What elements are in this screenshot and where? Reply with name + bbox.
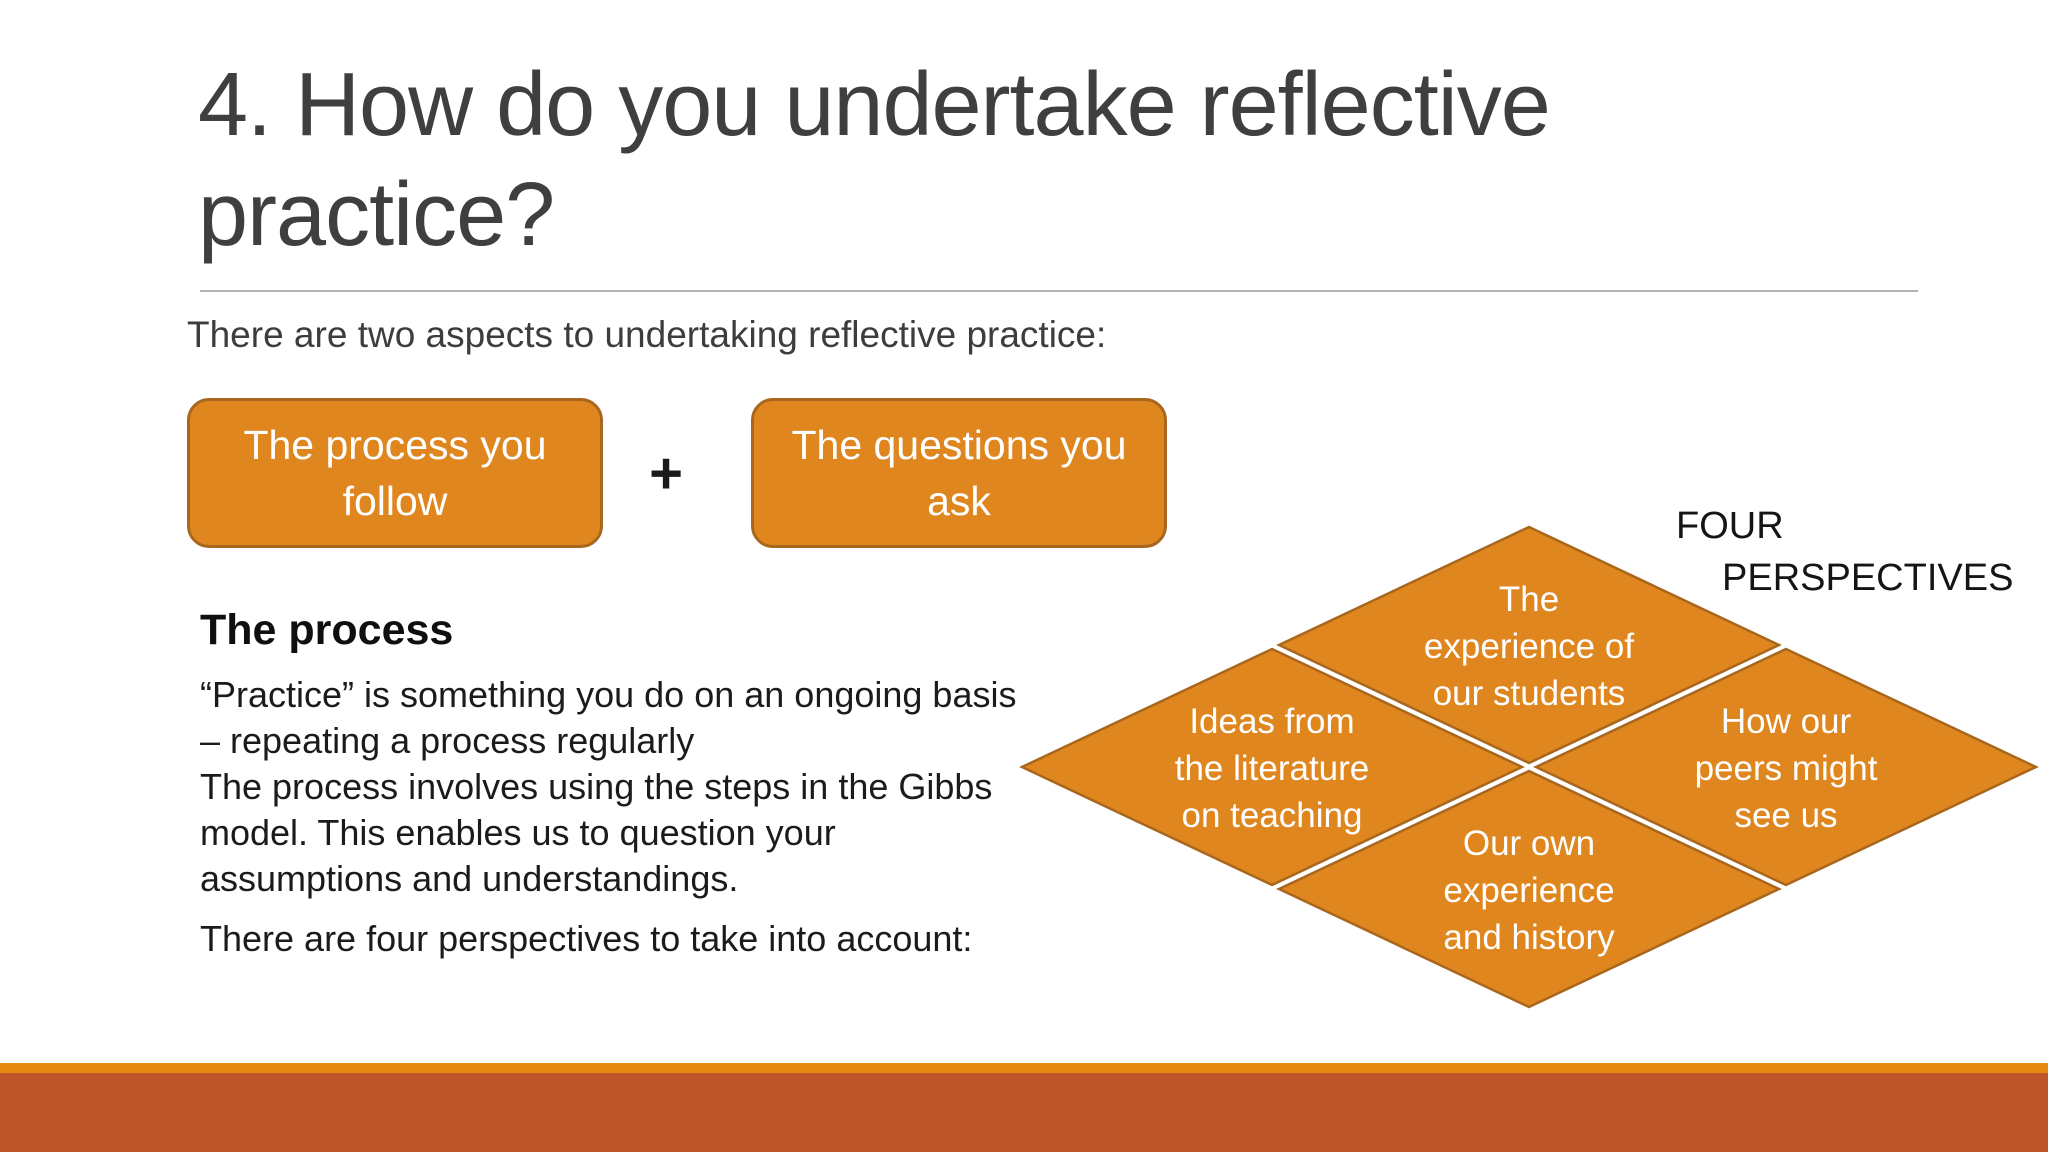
title-divider [200,290,1918,292]
process-you-follow-box: The process you follow [187,398,603,548]
intro-text: There are two aspects to undertaking ref… [187,314,1107,355]
process-body-line: assumptions and understandings. [200,858,739,899]
diamond-right-label-line: peers might [1694,749,1878,788]
diamond-right-shape [1533,647,2039,887]
diamond-bottom-label-line: and history [1443,918,1615,957]
diamond-left-shape [1019,647,1525,887]
process-body-line: “Practice” is something you do on an ong… [200,674,1017,715]
four-perspectives-line-1: FOUR [1676,505,1784,547]
process-body-line: – repeating a process regularly [200,720,695,761]
process-body: “Practice” is something you do on an ong… [200,672,1030,962]
questions-you-ask-label: The questions you ask [791,422,1127,524]
process-heading: The process [200,606,454,654]
process-body-line: model. This enables us to question your [200,812,836,853]
process-footer-text: There are four perspectives to take into… [200,918,973,959]
page-title: 4. How do you undertake reflective pract… [198,50,1838,270]
diamond-left-label-line: the literature [1174,749,1370,788]
diamond-left-label-line: on teaching [1181,796,1363,835]
diamond-top-shape [1276,525,1782,765]
diamond-right-label: How our peers might see us [1626,698,1946,839]
process-body-line: The process involves using the steps in … [200,766,993,807]
footer-bar [0,1073,2048,1152]
questions-you-ask-box: The questions you ask [751,398,1167,548]
diamond-bottom-shape [1276,769,1782,1009]
diamond-top-label-line: The [1498,580,1560,619]
diamond-right-label-line: see us [1734,796,1838,835]
page-title-line-1: 4. How do you undertake reflective [198,55,1551,155]
footer-accent-strip [0,1063,2048,1073]
diamond-left-label: Ideas from the literature on teaching [1112,698,1432,839]
plus-sign: + [649,440,683,506]
diamond-top-label-line: our students [1432,674,1626,713]
diamond-top-label-line: experience of [1423,627,1635,666]
four-perspectives-line-2: PERSPECTIVES [1722,557,2014,599]
diamond-top-label: The experience of our students [1369,576,1689,717]
diamond-bottom-label-line: Our own [1462,824,1596,863]
diamond-bottom-label: Our own experience and history [1369,820,1689,961]
four-perspectives-diagram [1019,525,2039,1009]
diamond-left-label-line: Ideas from [1189,702,1355,741]
diamond-right-label-line: How our [1720,702,1852,741]
page-title-line-2: practice? [198,165,555,265]
process-you-follow-label: The process you follow [243,422,547,524]
four-perspectives-label: FOUR PERSPECTIVES [1676,500,2036,604]
diamond-bottom-label-line: experience [1443,871,1615,910]
